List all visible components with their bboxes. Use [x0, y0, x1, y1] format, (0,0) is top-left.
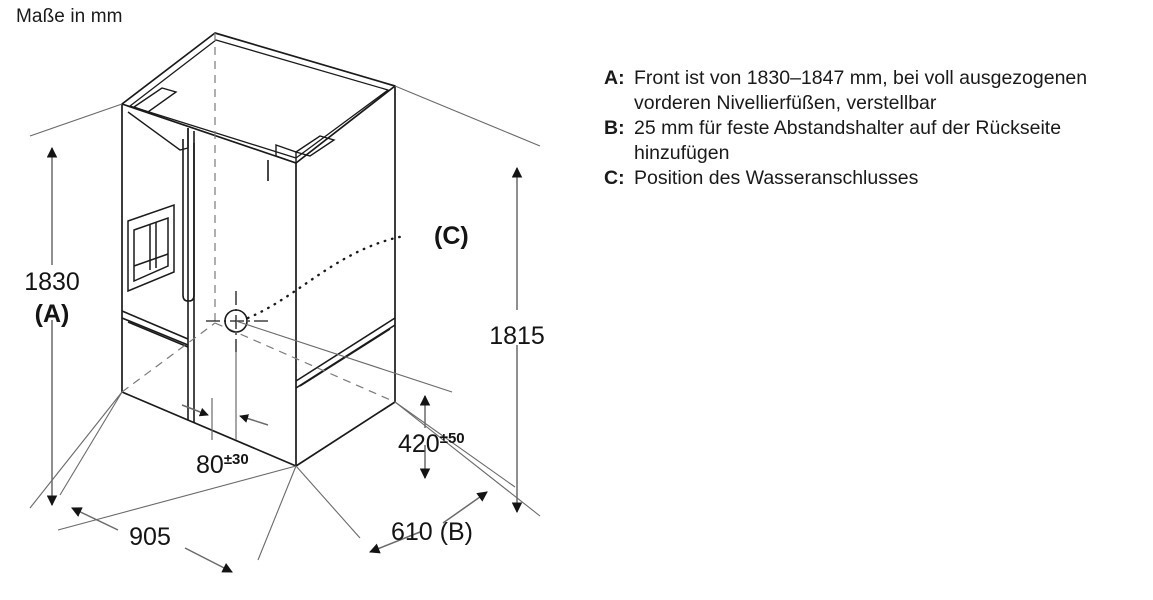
legend-key-b: B: — [604, 117, 625, 139]
dimension-depth: 610 (B) — [369, 491, 488, 554]
top-hinge-blocks — [127, 87, 336, 164]
ext-width-left — [59, 391, 123, 496]
legend-key-c: C: — [604, 167, 625, 189]
dim-1830-value: 1830 — [24, 268, 80, 296]
hidden-base-lines — [121, 33, 396, 403]
legend: A: Front ist von 1830–1847 mm, bei voll … — [604, 66, 1149, 191]
hinge-right-block — [275, 144, 297, 164]
ext-water-height — [235, 320, 453, 393]
dim-610-line-left — [369, 531, 421, 554]
ext-bottom-left — [29, 391, 123, 509]
hidden-base-left — [121, 322, 216, 393]
legend-text-c: Position des Wasseranschlusses — [634, 167, 919, 189]
dim-905-line-left — [71, 507, 119, 531]
ext-top-right — [394, 85, 541, 147]
cabinet-top-rim — [129, 39, 389, 159]
dispenser-inner — [133, 216, 169, 283]
refrigerator-dimension-drawing: (C) 1830 (A) — [24, 32, 545, 573]
dim-905-line-right — [184, 547, 233, 573]
dimension-water-offset: 80±30 — [181, 352, 269, 479]
dimension-height-front: 1830 (A) — [24, 146, 80, 507]
ext-front-bottom-left — [57, 465, 297, 531]
ext-width-right — [257, 465, 297, 561]
dim-420-tolerance: ±50 — [440, 430, 465, 447]
hinge-left-block — [132, 87, 178, 113]
door-horizontal-split-lower — [121, 317, 189, 346]
dim-80-line-left — [181, 404, 209, 417]
dim-905-value: 905 — [129, 523, 171, 551]
door-handles — [127, 139, 391, 387]
legend-key-a: A: — [604, 67, 625, 89]
dim-80-line-right — [239, 414, 269, 426]
dim-1830-ref: (A) — [35, 300, 70, 328]
water-dispenser-recess — [127, 203, 175, 293]
hinge-center-block — [127, 111, 189, 151]
hinge-right-tab — [294, 135, 336, 157]
handle-upper-left — [182, 139, 195, 302]
ext-depth-back — [394, 401, 516, 488]
dim-80-value: 80±30 — [196, 451, 249, 479]
door-panels — [121, 128, 396, 423]
ext-bottom-right — [394, 401, 541, 517]
water-marker-label: (C) — [434, 222, 469, 250]
dispenser-tray — [133, 253, 169, 267]
legend-text-a: Front ist von 1830–1847 mm, bei voll aus… — [634, 67, 1088, 114]
legend-item-c: C: Position des Wasseranschlusses — [604, 166, 1149, 191]
water-connection-marker: (C) — [206, 222, 469, 352]
cabinet-bottom-left-edge — [121, 391, 297, 467]
legend-text-b: 25 mm für feste Abstandshalter auf der R… — [634, 117, 1062, 164]
handle-lower-left — [127, 321, 189, 348]
cabinet-bottom-right-edge — [295, 401, 396, 467]
ext-depth-front — [295, 465, 361, 539]
dispenser-spout — [149, 222, 157, 270]
right-door-split — [295, 317, 396, 382]
hidden-base-back — [214, 322, 396, 403]
dimension-width: 905 — [71, 507, 233, 573]
water-leader-line — [246, 234, 406, 320]
door-horizontal-split — [121, 310, 189, 340]
dim-80-tolerance: ±30 — [224, 451, 249, 468]
ext-top-left — [29, 103, 123, 137]
dim-610-value: 610 (B) — [391, 518, 473, 546]
dispenser-outer — [127, 203, 175, 293]
dimension-water-height: 420±50 — [398, 394, 465, 480]
dim-420-value: 420±50 — [398, 430, 465, 458]
dim-1815-value: 1815 — [489, 322, 545, 350]
extension-lines — [29, 85, 541, 561]
unit-caption: Maße in mm — [16, 6, 123, 27]
refrigerator-body — [121, 32, 396, 467]
handle-lower-right — [299, 328, 391, 387]
legend-item-a: A: Front ist von 1830–1847 mm, bei voll … — [604, 66, 1149, 116]
legend-item-b: B: 25 mm für feste Abstandshalter auf de… — [604, 116, 1149, 166]
dim-420-number: 420 — [398, 430, 440, 458]
dimension-height-rear: 1815 — [489, 166, 545, 514]
dim-610-line-right — [442, 491, 488, 524]
dim-80-number: 80 — [196, 451, 224, 479]
